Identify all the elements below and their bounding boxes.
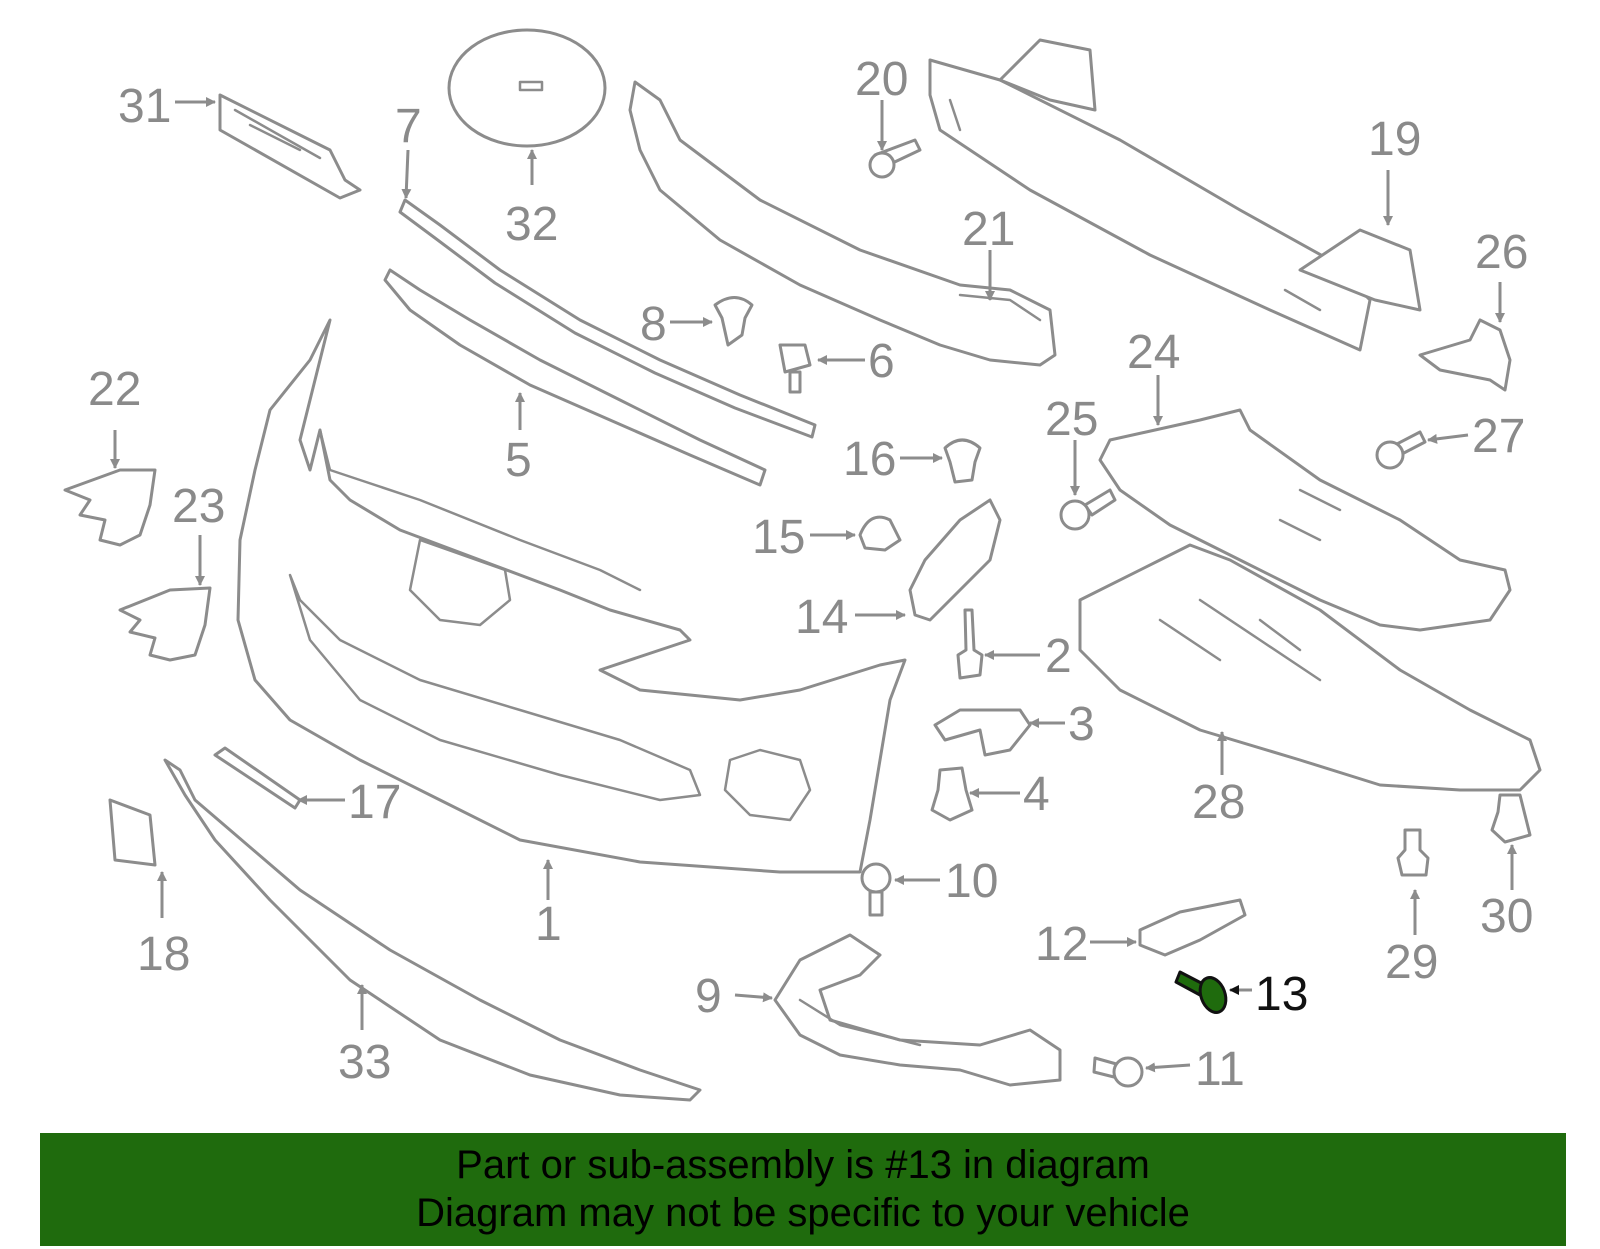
- label-22: 22: [88, 363, 141, 416]
- label-29: 29: [1385, 936, 1438, 989]
- label-18: 18: [137, 928, 190, 981]
- bezel-part-22: [63, 468, 157, 547]
- label-17: 17: [348, 776, 401, 829]
- rivet-part-2: [956, 608, 984, 680]
- label-2: 2: [1045, 630, 1072, 683]
- fastener-part-29: [1396, 828, 1430, 877]
- clip-part-16: [943, 438, 982, 484]
- bracket-part-14: [908, 498, 1002, 622]
- label-14: 14: [795, 591, 848, 644]
- label-10: 10: [945, 855, 998, 908]
- bumper-cover-part: [236, 318, 907, 874]
- label-16: 16: [843, 433, 896, 486]
- grommet-part-4: [930, 766, 974, 822]
- undercover-part-28: [1078, 543, 1542, 792]
- bolt-part-25: [1059, 488, 1117, 531]
- bolt-part-27: [1375, 430, 1427, 470]
- upper-trim-strip-part: [398, 198, 817, 439]
- emblem-part-32: [447, 28, 607, 148]
- label-30: 30: [1480, 890, 1533, 943]
- label-9: 9: [695, 970, 722, 1023]
- label-25: 25: [1045, 393, 1098, 446]
- label-21: 21: [962, 203, 1015, 256]
- label-7: 7: [395, 100, 422, 153]
- bracket-part-26: [1418, 318, 1512, 392]
- bracket-part-31: [218, 93, 362, 200]
- label-11: 11: [1195, 1043, 1245, 1096]
- bracket-part-3: [933, 708, 1032, 757]
- label-32: 32: [505, 198, 558, 251]
- label-26: 26: [1475, 226, 1528, 279]
- info-banner: Part or sub-assembly is #13 in diagram D…: [40, 1133, 1566, 1246]
- label-1: 1: [535, 898, 562, 951]
- label-27: 27: [1472, 410, 1525, 463]
- bolt-part-10: [860, 862, 892, 917]
- bolt-part-20: [868, 138, 922, 179]
- label-12: 12: [1035, 918, 1088, 971]
- label-13: 13: [1255, 968, 1308, 1021]
- label-3: 3: [1068, 698, 1095, 751]
- bolt-part-6: [778, 343, 812, 394]
- label-31: 31: [118, 80, 171, 133]
- part-labels: 1 2 3 4 5 6 7 8 9 10 11 12 13 14 15 16 1…: [88, 53, 1533, 1096]
- label-8: 8: [640, 298, 667, 351]
- leader-lines: [110, 97, 1517, 1073]
- clip-bracket-part-12: [1138, 898, 1247, 957]
- plate-part-18: [108, 798, 157, 867]
- label-23: 23: [172, 480, 225, 533]
- upper-grille-strip-part: [383, 268, 767, 487]
- clip-part-15: [858, 515, 902, 552]
- label-4: 4: [1023, 768, 1050, 821]
- screw-part-13-highlighted[interactable]: [1174, 970, 1230, 1016]
- label-19: 19: [1368, 113, 1421, 166]
- label-5: 5: [505, 434, 532, 487]
- lower-grille-part-33: [163, 758, 702, 1102]
- banner-line-part-number: Part or sub-assembly is #13 in diagram: [456, 1143, 1150, 1187]
- banner-line-disclaimer: Diagram may not be specific to your vehi…: [416, 1191, 1190, 1235]
- undercover-part-24: [1098, 408, 1512, 632]
- label-15: 15: [752, 511, 805, 564]
- label-24: 24: [1127, 326, 1180, 379]
- label-6: 6: [868, 335, 895, 388]
- label-20: 20: [855, 53, 908, 106]
- label-28: 28: [1192, 776, 1245, 829]
- clip-part-8: [713, 296, 754, 347]
- bolt-part-11: [1092, 1056, 1144, 1088]
- trim-molding-part-17: [213, 746, 302, 810]
- fastener-part-30: [1490, 793, 1532, 844]
- label-33: 33: [338, 1036, 391, 1089]
- side-bracket-part-9: [773, 933, 1062, 1087]
- bezel-part-23: [118, 586, 212, 662]
- energy-absorber-part-21: [628, 80, 1057, 367]
- reinforcement-beam-part-19: [928, 38, 1422, 352]
